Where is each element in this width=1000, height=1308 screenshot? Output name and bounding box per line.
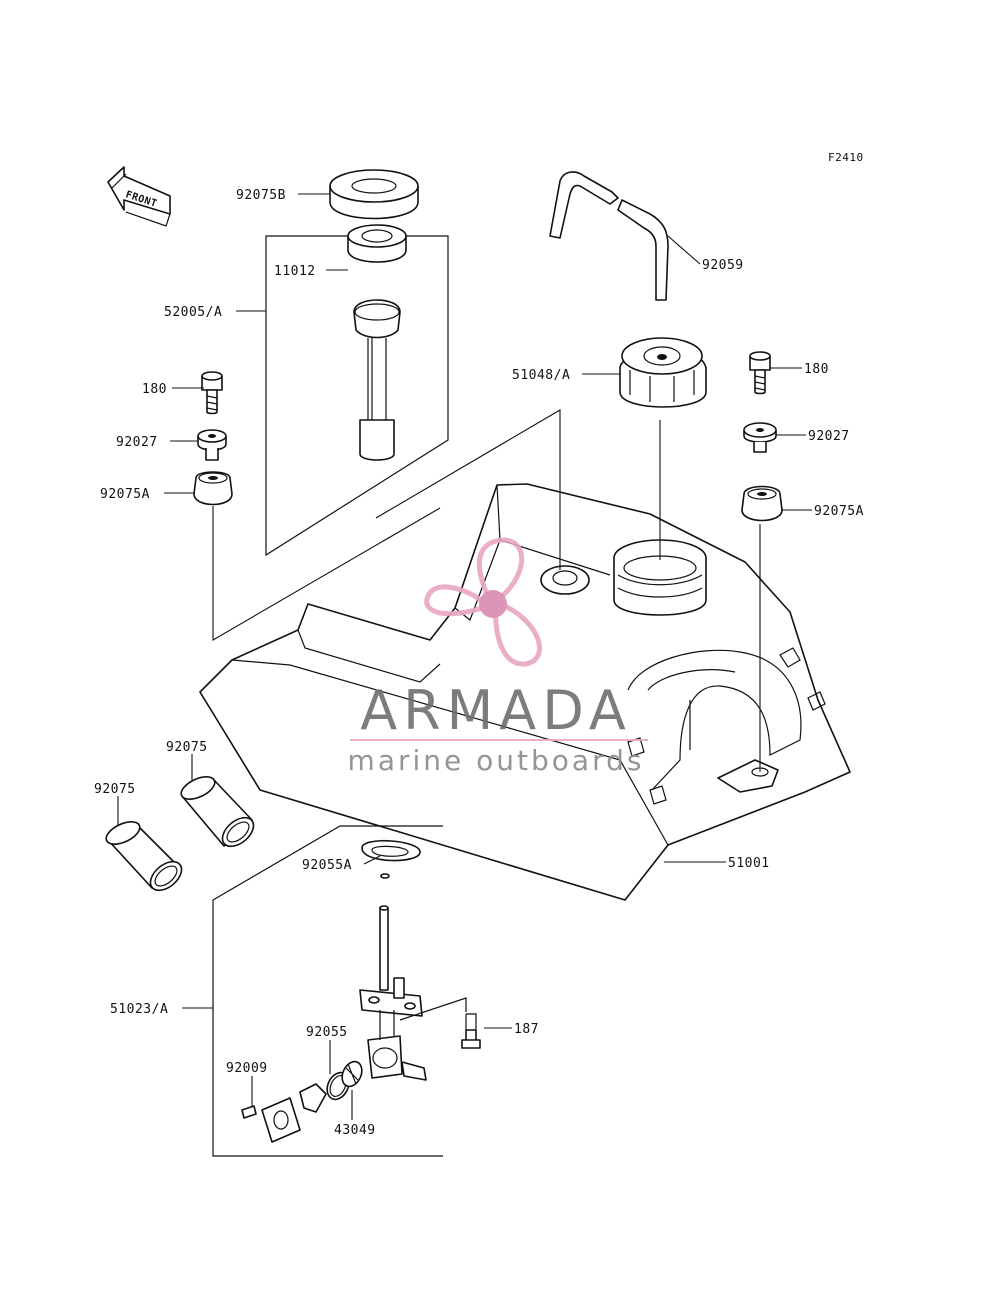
watermark-tagline: marine outboards: [348, 744, 645, 777]
breather-hose-92059: [549, 171, 669, 301]
label-51023a: 51023/A: [110, 1002, 168, 1017]
watermark-brand: ARMADA: [360, 679, 632, 742]
bolt-180-left: [201, 371, 223, 415]
label-92055a: 92055A: [302, 858, 352, 873]
label-92075a-right: 92075A: [814, 504, 864, 519]
bolt-180-right: [749, 351, 771, 395]
label-92075b: 92075B: [236, 188, 286, 203]
fuel-cock-assembly-51023a: [212, 825, 481, 1157]
front-arrow-icon: FRONT: [107, 166, 171, 227]
label-92075-upper: 92075: [166, 740, 208, 755]
fuel-tank-51001: [199, 483, 851, 901]
collar-92027-left: [197, 429, 227, 461]
label-92075a-left: 92075A: [100, 487, 150, 502]
grommet-92075b: [329, 169, 419, 220]
label-92055: 92055: [306, 1025, 348, 1040]
label-51048a: 51048/A: [512, 368, 570, 383]
label-92027-right: 92027: [808, 429, 850, 444]
propeller-logo-icon: [424, 537, 542, 667]
label-43049: 43049: [334, 1123, 376, 1138]
label-180-right: 180: [804, 362, 829, 377]
leader-lines: [117, 193, 812, 1120]
label-92075-lower: 92075: [94, 782, 136, 797]
gauge-assembly-52005a: [265, 224, 449, 557]
sleeve-92075-upper: [180, 776, 255, 848]
sleeve-92075-lower: [105, 821, 183, 892]
collar-92027-right: [743, 422, 777, 453]
label-51001: 51001: [728, 856, 770, 871]
label-92027-left: 92027: [116, 435, 158, 450]
grommet-92075a-right: [741, 485, 783, 522]
label-187: 187: [514, 1022, 539, 1037]
label-92009: 92009: [226, 1061, 268, 1076]
figure-code: F2410: [828, 151, 864, 164]
label-52005a: 52005/A: [164, 305, 222, 320]
label-180-left: 180: [142, 382, 167, 397]
grommet-92075a-left: [193, 471, 233, 506]
label-92059: 92059: [702, 258, 744, 273]
label-11012: 11012: [274, 264, 316, 279]
armada-watermark: ARMADA marine outboards: [348, 537, 648, 777]
fuel-cap-51048a: [619, 337, 707, 408]
